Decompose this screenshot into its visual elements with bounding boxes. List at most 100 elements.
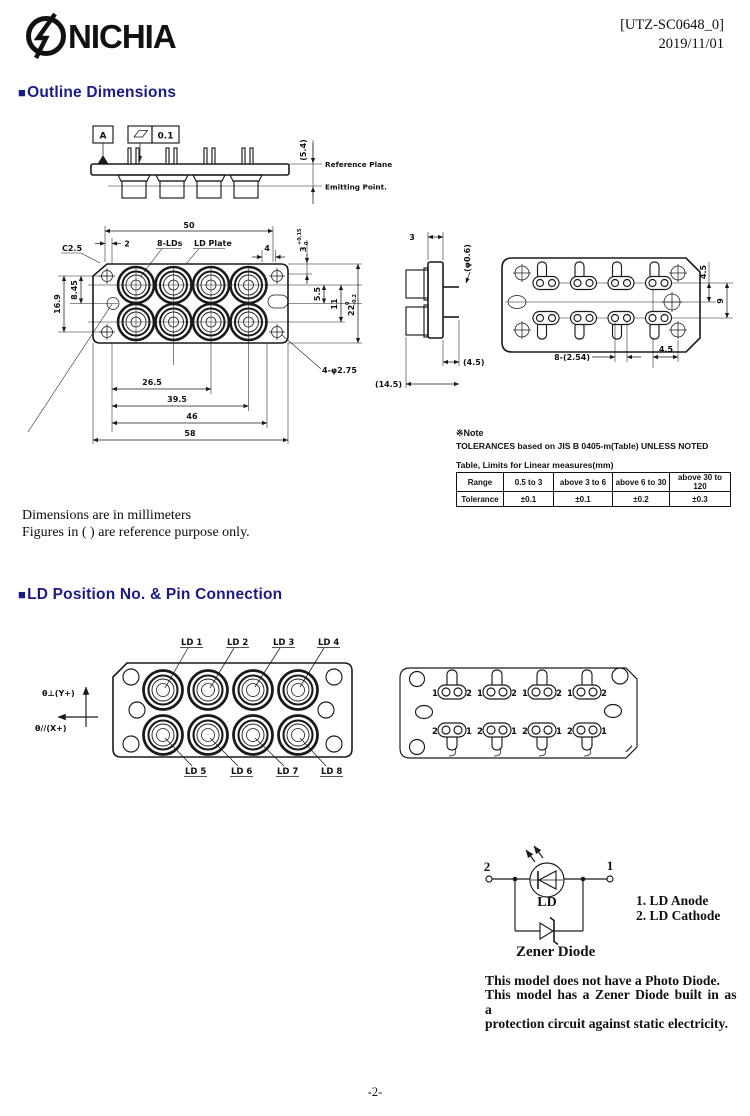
ld5-label: LD 5 [185,767,206,777]
note-body: TOLERANCES based on JIS B 0405-m(Table) … [456,441,709,451]
svg-text:1: 1 [556,727,562,737]
section-outline-dimensions-heading: ■Outline Dimensions [18,84,177,101]
front-view-ld-lenses [116,265,268,342]
zener-diode-label: Zener Diode [516,944,596,960]
flatness-symbol-icon [133,130,149,138]
svg-text:3: 3 [299,246,308,252]
datum-label: A [100,132,107,142]
dim-4: 4 [264,244,270,253]
svg-text:0: 0 [345,301,351,305]
front-view-mount-holes [99,268,289,340]
axis-y-label: θ⊥(Y+) [42,689,75,698]
svg-text:-0.2: -0.2 [352,294,358,305]
label-8-lds: 8-LDs [157,239,183,248]
svg-text:2: 2 [511,689,517,699]
dim-16-9: 16.9 [53,294,62,314]
label-chamfer: C2.5 [62,244,82,253]
svg-text:2: 2 [522,727,528,737]
emitting-point-label: Emitting Point. [325,183,387,192]
circuit-diagram: 2 1 LD Zener Diode [484,845,614,960]
page-number: -2- [367,1085,383,1099]
ld8-label: LD 8 [321,767,342,777]
tolerance-table-caption: Table, Limits for Linear measures(mm) [456,460,614,470]
front-view-drawing: 50 2 8-LDs LD Plate 4 3 +0.15 0 5.5 11 2… [27,221,362,444]
ld-position-view: LD 1 LD 2 LD 3 LD 4 LD 5 LD 6 LD 7 LD 8 [112,638,353,777]
back-view-drawing: 4.5 9 8-(2.54) 4.5 [501,257,733,368]
dim-2: 2 [124,240,130,249]
terminal-2-label: 2 [484,859,491,874]
tolerance-table-header-row: Range 0.5 to 3 above 3 to 6 above 6 to 3… [456,472,731,492]
outline-drawings: A 0.1 (5.4) Reference Plane Emitting P [27,125,733,444]
terminal-1-label: 1 [607,858,614,873]
zener-diode-symbol-icon [539,916,559,946]
svg-text:+0.15: +0.15 [297,228,303,245]
dim-4-5-top: 4.5 [699,264,708,279]
dim-5-5: 5.5 [313,286,322,301]
dim-39-5: 39.5 [167,395,187,404]
label-ld-plate: LD Plate [194,239,232,248]
dim-9: 9 [716,298,725,304]
ld2-label: LD 2 [227,638,248,648]
svg-text:22: 22 [347,305,356,316]
dim-26-5: 26.5 [142,378,162,387]
pin-legend: 1. LD Anode 2. LD Cathode [636,893,721,924]
reference-plane-label: Reference Plane [325,160,392,169]
ld1-label: LD 1 [181,638,202,648]
dim-3-toleranced: 3 +0.15 0 [297,228,310,252]
ld-position-drawings: θ⊥(Y+) θ//(X+) LD 1 LD 2 LD 3 [35,638,638,777]
dim-50: 50 [183,221,195,230]
datum-triangle-icon [97,155,109,164]
ld-symbol-label: LD [537,895,556,910]
dim-11: 11 [330,298,339,310]
svg-text:1: 1 [567,689,573,699]
doc-date: 2019/11/01 [658,35,724,52]
legend-cathode: 2. LD Cathode [636,907,721,923]
svg-text:1: 1 [601,727,607,737]
dim-14-5-ref: (14.5) [375,380,402,389]
svg-text:1: 1 [477,689,483,699]
pin-groups-bottom [437,722,602,757]
svg-text:0: 0 [304,241,310,245]
dim-pin-diameter: (φ0.6) [463,244,472,272]
doc-number: [UTZ-SC0648_0] [620,17,724,33]
ld6-label: LD 6 [231,767,252,777]
ld4-label: LD 4 [318,638,339,648]
brand-text: NICHIA [68,18,176,55]
ld3-label: LD 3 [273,638,294,648]
side-view-lens-caps [117,174,263,199]
square-bullet-icon: ■ [18,85,27,100]
dim-5-4: (5.4) [299,139,308,160]
terminal-1-node [606,875,614,883]
square-bullet-icon: ■ [18,587,27,602]
dim-4-5-bottom: 4.5 [659,345,674,354]
svg-text:2: 2 [432,727,438,737]
svg-text:2: 2 [601,689,607,699]
svg-text:2: 2 [466,689,472,699]
doc-reference: [UTZ-SC0648_0] 2019/11/01 [524,16,724,53]
svg-text:1: 1 [466,727,472,737]
units-note: Dimensions are in millimeters Figures in… [22,508,250,540]
section-ld-position-heading: ■LD Position No. & Pin Connection [18,586,283,603]
svg-text:2: 2 [556,689,562,699]
legend-anode: 1. LD Anode [636,893,709,908]
dim-pin-pitch: 8-(2.54) [554,353,590,362]
side-view-pins [127,147,254,165]
dim-4-5-ref: (4.5) [463,358,484,367]
ld-lenses [142,669,319,756]
tolerance-table: Range 0.5 to 3 above 3 to 6 above 6 to 3… [456,472,731,507]
svg-text:1: 1 [432,689,438,699]
tolerance-table-value-row: Tolerance ±0.1 ±0.1 ±0.2 ±0.3 [456,491,731,507]
dim-22-toleranced: 22 0 -0.2 [345,294,358,316]
tolerance-note: ※Note TOLERANCES based on JIS B 0405-m(T… [456,428,748,507]
pin-groups-top [437,669,602,700]
axis-indicator: θ⊥(Y+) θ//(X+) [35,686,98,733]
model-description: This model does not have a Photo Diode. … [485,973,737,1032]
dim-46: 46 [186,412,198,421]
nichia-logo: NICHIA [26,12,177,60]
ld7-label: LD 7 [277,767,298,777]
profile-view-drawing: 3 (φ0.6) (4.5) (14.5) [375,232,484,389]
leader-line [27,303,113,433]
back-view-holes [507,264,687,339]
